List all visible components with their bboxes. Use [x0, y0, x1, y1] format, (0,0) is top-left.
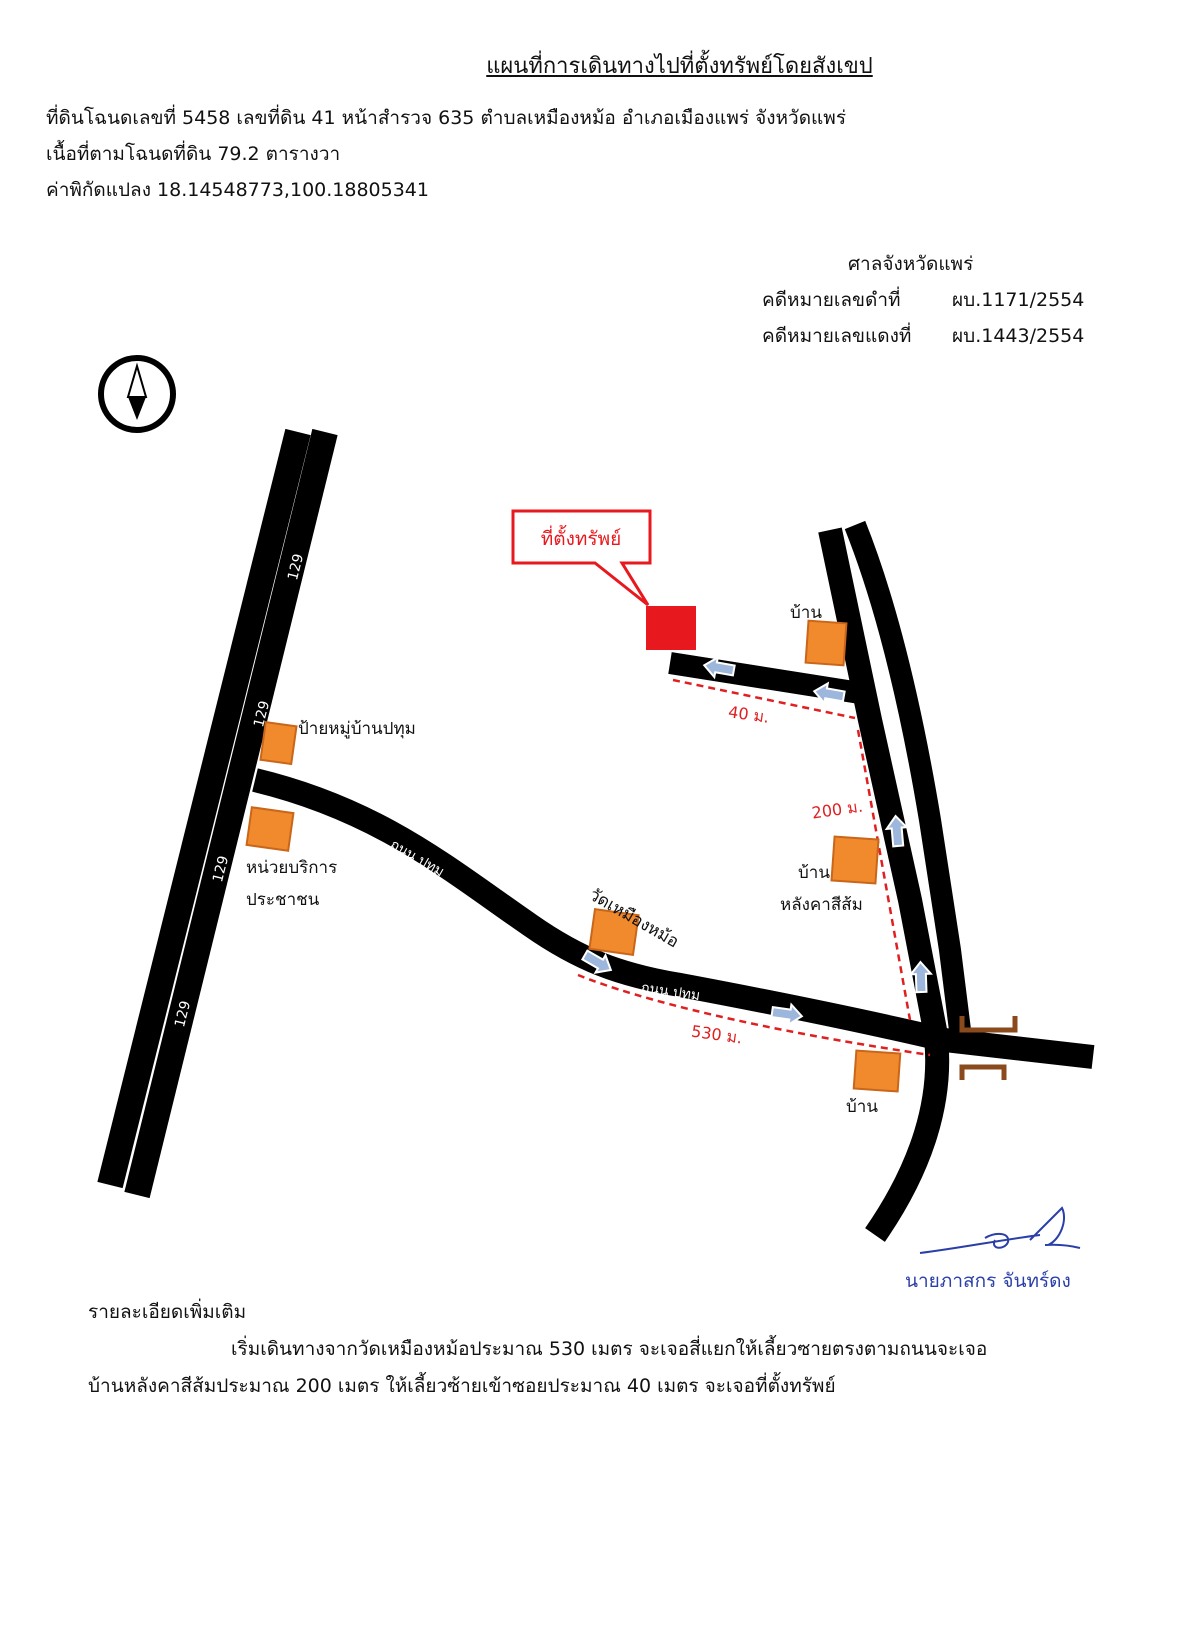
distance-530: 530 ม. [690, 1022, 743, 1048]
house-marker [852, 1049, 902, 1093]
temple-marker [588, 908, 640, 956]
arrow-icon [702, 655, 736, 680]
bridge-icon [959, 1016, 1018, 1080]
property-callout [511, 509, 652, 607]
orange-roof-house-marker [830, 835, 880, 885]
arrow-icon [581, 949, 613, 975]
highway-label: 129 [285, 552, 307, 582]
coordinates-info: ค่าพิกัดแปลง 18.14548773,100.18805341 [46, 179, 429, 201]
buildings [245, 619, 902, 1093]
highway-label: 129 [210, 854, 232, 884]
notes-line-1: เริ่มเดินทางจากวัดเหมืองหม้อประมาณ 530 เ… [231, 1338, 988, 1360]
area-info: เนื้อที่ตามโฉนดที่ดิน 79.2 ตารางวา [46, 143, 341, 165]
property-marker [646, 606, 696, 650]
arrow-icon [812, 681, 846, 706]
red-case-label: คดีหมายเลขแดงที่ [762, 325, 912, 347]
distance-200: 200 ม. [811, 797, 864, 823]
black-case-value: ผบ.1171/2554 [952, 289, 1085, 311]
page-title: แผนที่การเดินทางไปที่ตั้งทรัพย์โดยสังเขป [486, 54, 873, 79]
village-sign-marker [259, 720, 298, 766]
service-unit-marker [245, 806, 295, 852]
house-marker [804, 619, 848, 667]
notes-heading: รายละเอียดเพิ่มเติม [88, 1301, 247, 1323]
highway-129 [97, 428, 338, 1199]
arrow-icon [770, 1002, 804, 1027]
house-label-top: บ้าน [790, 603, 822, 623]
arrow-icon [908, 960, 934, 994]
house-label-bottom: บ้าน [846, 1097, 878, 1117]
north-arrow-icon [98, 355, 176, 433]
court-name: ศาลจังหวัดแพร่ [848, 253, 974, 275]
property-callout-label: ที่ตั้งทรัพย์ [541, 525, 622, 550]
black-case-row: คดีหมายเลขดำที่ ผบ.1171/2554 [762, 285, 1084, 315]
route-dashes [577, 678, 931, 1057]
village-sign-label: ป้ายหมู่บ้านปทุม [298, 719, 416, 739]
highway-label: 129 [172, 999, 194, 1029]
red-case-value: ผบ.1443/2554 [952, 325, 1085, 347]
signature-mark [919, 1206, 1081, 1254]
direction-arrows [581, 655, 934, 1027]
notes-line-2: บ้านหลังคาสีส้มประมาณ 200 เมตร ให้เลี้ยว… [88, 1375, 836, 1397]
distance-40: 40 ม. [727, 702, 770, 727]
red-case-row: คดีหมายเลขแดงที่ ผบ.1443/2554 [762, 321, 1084, 351]
orange-house-label-2: หลังคาสีส้ม [780, 895, 863, 915]
black-case-label: คดีหมายเลขดำที่ [762, 289, 901, 311]
service-unit-label-1: หน่วยบริการ [246, 858, 337, 878]
signature-name: นายภาสกร จันทร์ดง [905, 1270, 1071, 1292]
service-unit-label-2: ประชาชน [246, 890, 320, 910]
right-road [818, 520, 971, 1242]
arrow-icon [884, 814, 909, 848]
orange-house-label-1: บ้าน [798, 863, 830, 883]
deed-info: ที่ดินโฉนดเลขที่ 5458 เลขที่ดิน 41 หน้าส… [46, 107, 847, 129]
